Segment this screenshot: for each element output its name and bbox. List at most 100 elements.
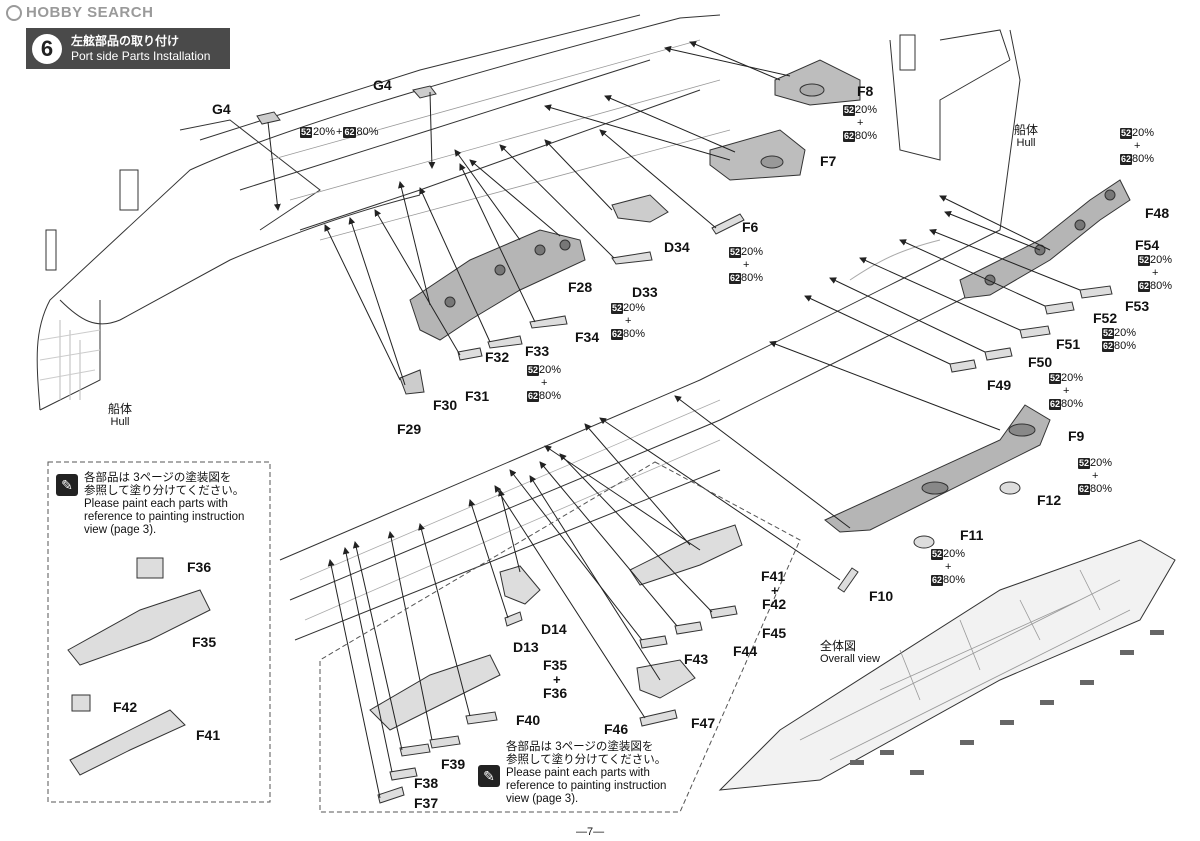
paint-spec: 5220% + 6280%: [1120, 127, 1154, 165]
note-en-1: Please paint each parts with: [506, 767, 650, 779]
plus-sign: +: [945, 561, 952, 573]
part-label: F36: [543, 685, 568, 701]
paint-spec: 5220% + 6280%: [1078, 457, 1112, 495]
note-part-f35: [67, 589, 211, 666]
part-label: F54: [1135, 237, 1160, 253]
part-label: F41: [761, 568, 786, 584]
step-number: 6: [32, 33, 62, 64]
paint-percent: 80%: [539, 390, 562, 402]
hull-label-jp: 船体: [108, 402, 133, 416]
part-label: F10: [869, 588, 894, 604]
paint-code-chip: 62: [1078, 484, 1091, 495]
part-label: F49: [987, 377, 1012, 393]
part-label: F30: [433, 397, 458, 413]
step-header: 6 左舷部品の取り付け Port side Parts Installation: [26, 28, 230, 69]
part-label: F52: [1093, 310, 1118, 326]
paint-code-chip: 52: [611, 303, 624, 314]
part-label: F35: [192, 634, 217, 650]
part-label: F9: [1068, 428, 1085, 444]
part-label: F44: [733, 643, 758, 659]
paint-percent: 20%: [623, 302, 646, 314]
note-jp-2: 参照して塗り分けてください。: [506, 754, 667, 766]
part-label: G4: [212, 101, 231, 117]
paint-code-chip: 62: [931, 575, 944, 586]
hull-label-en: Hull: [110, 416, 130, 428]
paint-percent: 20%: [313, 126, 336, 138]
bow-hull-keel: [39, 300, 101, 411]
part-label: F11: [960, 527, 984, 543]
hull-label: 船体 Hull: [108, 403, 132, 429]
paint-code-chip: 52: [1138, 255, 1151, 266]
paint-percent: 80%: [1150, 280, 1173, 292]
brush-icon: ✎: [56, 474, 78, 496]
paint-percent: 20%: [539, 364, 562, 376]
part-label: F40: [516, 712, 541, 728]
plus-sign: +: [553, 672, 561, 687]
plus-sign: +: [541, 377, 548, 389]
paint-percent: 80%: [741, 272, 764, 284]
part-f47: [636, 659, 696, 699]
part-label: F6: [742, 219, 759, 235]
note-en-3: view (page 3).: [84, 524, 157, 536]
paint-code-chip: 52: [1120, 128, 1133, 139]
paint-spec: 5220% + 6280%: [1138, 254, 1172, 292]
part-label: D14: [541, 621, 567, 637]
paint-code-chip: 62: [1102, 341, 1115, 352]
part-f8: [774, 59, 861, 106]
paint-code-chip: 62: [1120, 154, 1133, 165]
paint-percent: 20%: [855, 104, 878, 116]
part-label: F8: [857, 83, 874, 99]
paint-percent: 20%: [1090, 457, 1113, 469]
leader-lines: [267, 41, 1081, 799]
painting-note: ✎ 各部品は 3ページの塗装図を 参照して塗り分けてください。 Please p…: [478, 741, 698, 806]
part-label: F45: [762, 625, 787, 641]
hull-label-en: Hull: [1016, 137, 1036, 149]
part-label: D34: [664, 239, 690, 255]
paint-code-chip: 52: [527, 365, 540, 376]
paint-percent: 80%: [356, 126, 379, 138]
paint-percent: 20%: [1061, 372, 1084, 384]
paint-spec: 5220% 6280%: [1102, 327, 1136, 352]
paint-percent: 20%: [1150, 254, 1173, 266]
hull-label-jp: 船体: [1014, 123, 1039, 137]
watermark-text: HOBBY SEARCH: [26, 4, 154, 21]
part-f48-assembly: [959, 179, 1131, 299]
paint-code-chip: 62: [729, 273, 742, 284]
part-label: F7: [820, 153, 837, 169]
part-label: F31: [465, 388, 490, 404]
part-d34: [611, 194, 669, 223]
paint-code-chip: 62: [343, 126, 356, 138]
paint-percent: 20%: [1132, 127, 1155, 139]
note-en-2: reference to painting instruction: [84, 511, 245, 523]
paint-code-chip: 52: [843, 105, 856, 116]
overall-view-en: Overall view: [820, 653, 880, 665]
note-jp-2: 参照して塗り分けてください。: [84, 485, 245, 497]
plus-sign: +: [1134, 140, 1141, 152]
hobby-search-logo-icon: [6, 4, 22, 21]
paint-code-chip: 52: [300, 126, 313, 138]
part-label: F29: [397, 421, 422, 437]
paint-code-chip: 52: [1049, 373, 1062, 384]
paint-code-chip: 62: [1138, 281, 1151, 292]
part-label: F28: [568, 279, 593, 295]
note-en-1: Please paint each parts with: [84, 498, 228, 510]
painting-note: ✎ 各部品は 3ページの塗装図を 参照して塗り分けてください。 Please p…: [56, 472, 266, 537]
part-label: G4: [373, 77, 392, 93]
paint-spec: 5220% + 6280%: [931, 548, 965, 586]
part-label: D13: [513, 639, 539, 655]
plus-sign: +: [1063, 385, 1070, 397]
paint-percent: 20%: [741, 246, 764, 258]
part-label: F34: [575, 329, 600, 345]
part-label: F43: [684, 651, 709, 667]
note-part-f41: [69, 709, 186, 776]
paint-spec: 5220% + 6280%: [1049, 372, 1083, 410]
paint-percent: 20%: [943, 548, 966, 560]
step-title-jp: 左舷部品の取り付け: [71, 33, 180, 48]
note-en-3: view (page 3).: [506, 793, 579, 805]
watermark: HOBBY SEARCH: [6, 4, 153, 21]
part-f9-assembly: [824, 404, 1051, 533]
part-label: F47: [691, 715, 716, 731]
paint-code-chip: 52: [729, 247, 742, 258]
